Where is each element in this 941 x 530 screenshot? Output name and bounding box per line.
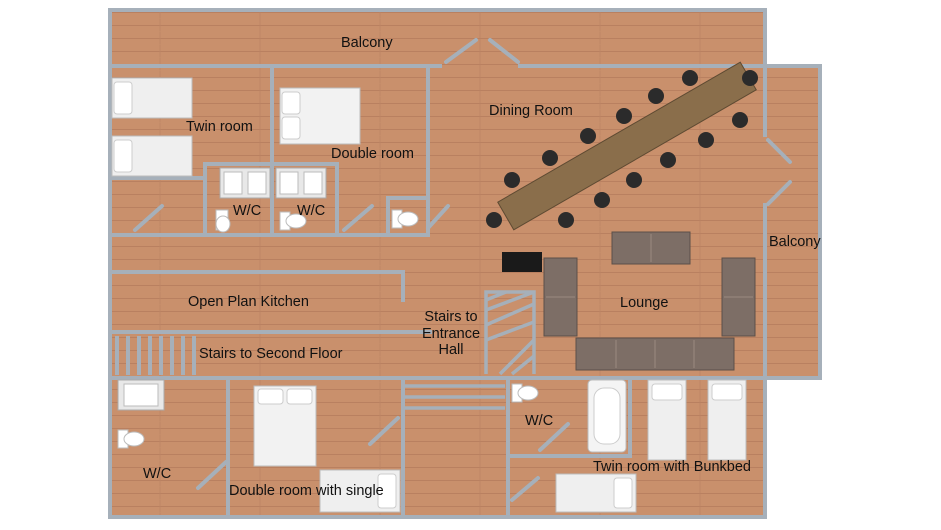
bed-icon (253, 385, 317, 467)
bed-icon (555, 473, 637, 513)
walls (108, 8, 822, 519)
toilet-icon (279, 211, 307, 231)
bed-icon (319, 469, 401, 513)
chair-icon (486, 70, 758, 228)
stairs-entrance-steps (484, 290, 536, 376)
room-label-double-room: Double room (331, 146, 415, 162)
room-label-wc-4: W/C (525, 413, 554, 429)
toilet-icon (215, 209, 231, 233)
toilet-icon (511, 383, 539, 403)
bath-icon (587, 379, 627, 453)
room-label-wc-2: W/C (297, 203, 326, 219)
room-label-dining-room: Dining Room (489, 103, 573, 119)
bed-icon (111, 135, 193, 177)
room-label-wc-1: W/C (233, 203, 262, 219)
sink-icon (219, 167, 271, 199)
bed-icon (647, 379, 687, 461)
toilet-icon (117, 429, 145, 449)
room-label-wc-3: W/C (143, 466, 172, 482)
room-label-stairs-second-floor: Stairs to Second Floor (199, 346, 343, 362)
sink-icon (275, 167, 327, 199)
room-label-open-plan-kitchen: Open Plan Kitchen (188, 294, 309, 310)
stairs-second-floor-steps (115, 336, 196, 375)
toilet-icon (391, 209, 419, 229)
stairs-entrance-line-1: Stairs to (424, 309, 478, 325)
doors (133, 38, 792, 502)
room-label-balcony-right: Balcony (769, 234, 821, 250)
sofa-cushions (546, 234, 753, 368)
room-label-stairs-entrance-hall: Stairs to Entrance Hall (414, 309, 488, 359)
corridor-steps (405, 384, 505, 410)
tv-icon (502, 252, 542, 272)
room-label-twin-room-bunkbed: Twin room with Bunkbed (593, 459, 751, 475)
stairs-entrance-line-3: Hall (438, 342, 464, 359)
stairs-entrance-line-2: Entrance (421, 325, 481, 342)
room-label-balcony-top: Balcony (341, 35, 393, 51)
bed-icon (111, 77, 193, 119)
sink-icon (117, 379, 165, 411)
bed-icon (707, 379, 747, 461)
room-label-double-room-single: Double room with single (229, 483, 384, 499)
room-label-twin-room: Twin room (186, 119, 253, 135)
room-label-lounge: Lounge (620, 295, 669, 311)
bed-icon (279, 87, 361, 145)
